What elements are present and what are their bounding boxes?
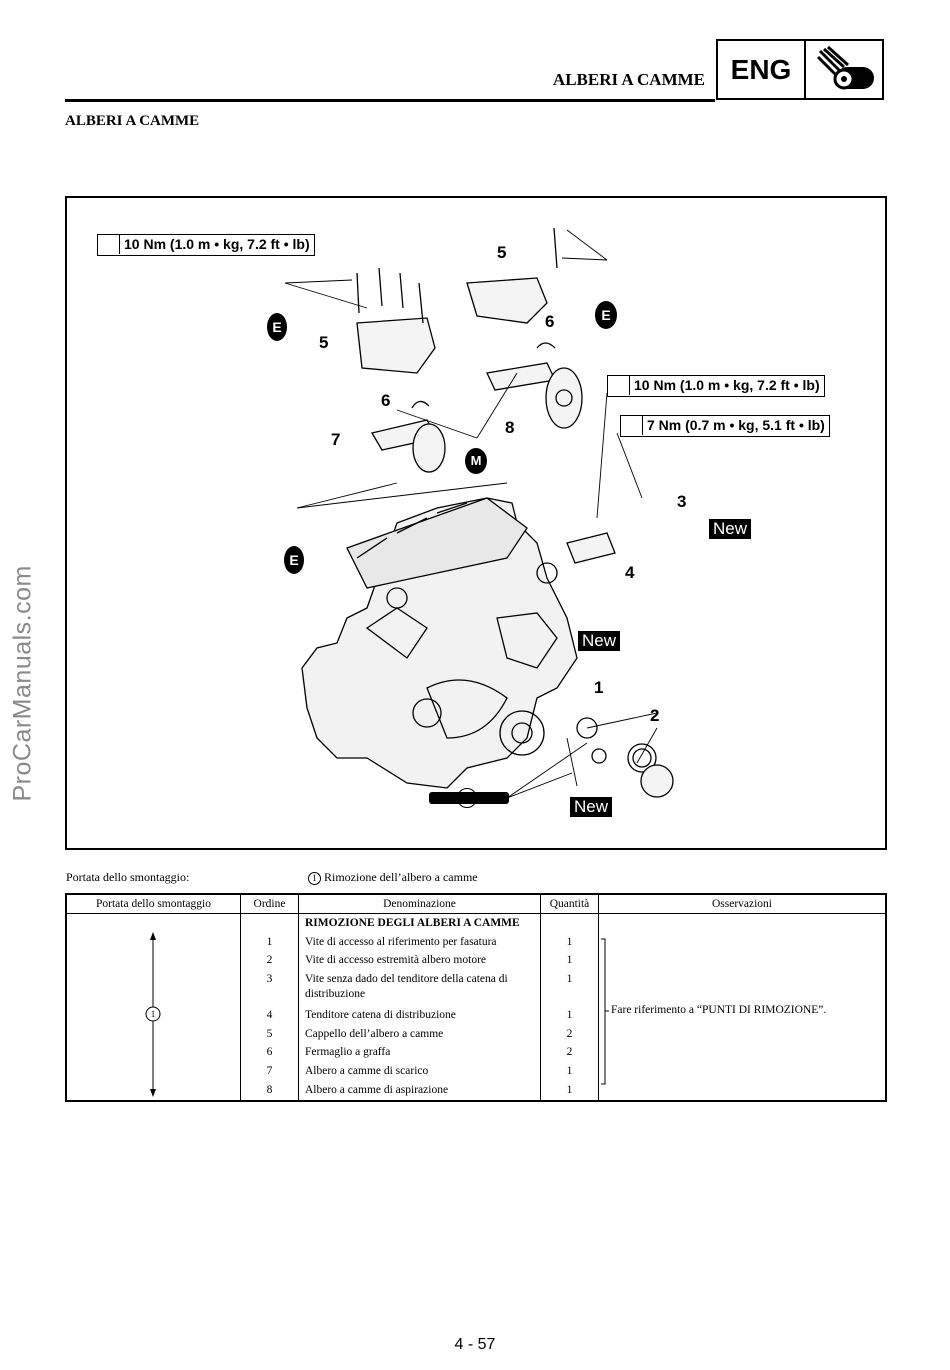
column-header: Denominazione <box>298 893 541 914</box>
engine-drawing <box>284 227 674 799</box>
name-cell: Tenditore catena di distribuzione <box>305 1009 456 1022</box>
header-rule <box>65 99 715 102</box>
order-cell: 7 <box>266 1065 273 1078</box>
torque-wrench-icon <box>621 416 643 435</box>
quantity-cell: 1 <box>566 1009 573 1022</box>
disassembly-scope-label: Portata dello smontaggio: <box>66 870 190 884</box>
remark-text: Fare riferimento a “PUNTI DI RIMOZIONE”. <box>611 1004 827 1016</box>
new-part-tag: New <box>570 797 613 817</box>
column-header: Portata dello smontaggio <box>65 893 241 914</box>
name-cell: Vite senza dado del tenditore della cate… <box>305 973 508 1001</box>
order-cell: 3 <box>266 973 273 986</box>
column-header: Quantità <box>540 893 599 914</box>
part-callout: 1 <box>594 678 604 697</box>
part-callout: 6 <box>381 391 391 410</box>
quantity-cell: 1 <box>566 935 573 948</box>
name-cell: Vite di accesso estremità albero motore <box>305 954 487 967</box>
disassembly-table: Portata dello smontaggio Ordine Denomina… <box>65 893 887 1102</box>
order-column: 1 2 3 4 5 6 7 8 <box>240 913 299 1101</box>
new-part-tag: New <box>578 631 621 651</box>
part-callout: 5 <box>497 243 507 262</box>
scope-mark: 1 <box>308 871 321 885</box>
grease-gun-icon <box>429 792 509 804</box>
remark-bracket <box>601 938 609 1085</box>
part-callout: 5 <box>319 333 329 352</box>
quantity-cell: 1 <box>566 1065 573 1078</box>
quantity-cell: 1 <box>566 954 573 967</box>
torque-wrench-icon <box>608 376 630 395</box>
remarks-column: Fare riferimento a “PUNTI DI RIMOZIONE”. <box>598 913 887 1101</box>
lube-mark-e: E <box>284 546 304 574</box>
column-header: Osservazioni <box>598 893 887 914</box>
exploded-diagram: 10 Nm (1.0 m • kg, 7.2 ft • lb) 10 Nm (1… <box>65 196 887 850</box>
eng-badge: ENG <box>716 39 884 100</box>
scope-arrow <box>145 932 161 1097</box>
torque-spec-label: 7 Nm (0.7 m • kg, 5.1 ft • lb) <box>620 415 830 437</box>
torque-spec-label: 10 Nm (1.0 m • kg, 7.2 ft • lb) <box>607 375 825 397</box>
table-section-heading: RIMOZIONE DEGLI ALBERI A CAMME <box>305 917 520 929</box>
quantity-cell: 1 <box>566 973 573 986</box>
order-cell: 8 <box>266 1083 273 1096</box>
part-callout: 2 <box>650 706 660 725</box>
part-callout: 4 <box>625 563 635 582</box>
order-cell: 5 <box>266 1027 273 1040</box>
order-cell: 6 <box>266 1046 273 1059</box>
name-cell: Cappello dell’albero a camme <box>305 1027 444 1040</box>
watermark: ProCarManuals.com <box>8 565 37 802</box>
name-cell: Albero a camme di aspirazione <box>305 1083 449 1096</box>
torque-spec-label: 10 Nm (1.0 m • kg, 7.2 ft • lb) <box>97 234 315 256</box>
header-title: ALBERI A CAMME <box>552 70 705 89</box>
quantity-cell: 2 <box>566 1027 573 1040</box>
order-cell: 2 <box>266 954 273 967</box>
part-callout: 8 <box>505 418 515 437</box>
engine-icon <box>816 45 874 90</box>
section-title: ALBERI A CAMME <box>65 113 200 129</box>
lube-mark-m: M <box>465 448 487 474</box>
part-callout: 7 <box>331 430 341 449</box>
torque-wrench-icon <box>98 235 120 254</box>
page-number: 4 - 57 <box>454 1336 496 1353</box>
table-header-row: Portata dello smontaggio Ordine Denomina… <box>65 893 887 914</box>
part-callout: 3 <box>677 492 687 511</box>
lube-mark-e: E <box>595 301 617 329</box>
scope-mark: 1 <box>150 1009 156 1019</box>
part-callout: 6 <box>545 312 555 331</box>
name-cell: Albero a camme di scarico <box>305 1065 429 1078</box>
lube-mark-e: E <box>267 313 287 341</box>
eng-badge-label: ENG <box>718 41 806 98</box>
quantity-cell: 1 <box>566 1083 573 1096</box>
scope-column: 1 <box>65 913 241 1101</box>
order-cell: 1 <box>266 935 273 948</box>
name-column: RIMOZIONE DEGLI ALBERI A CAMME Vite di a… <box>298 913 541 1101</box>
column-header: Ordine <box>240 893 299 914</box>
name-cell: Fermaglio a graffa <box>305 1046 391 1059</box>
name-cell: Vite di accesso al riferimento per fasat… <box>305 935 497 948</box>
new-part-tag: New <box>709 519 752 539</box>
quantity-column: 1 1 1 1 2 2 1 1 <box>540 913 599 1101</box>
order-cell: 4 <box>266 1009 273 1022</box>
quantity-cell: 2 <box>566 1046 573 1059</box>
